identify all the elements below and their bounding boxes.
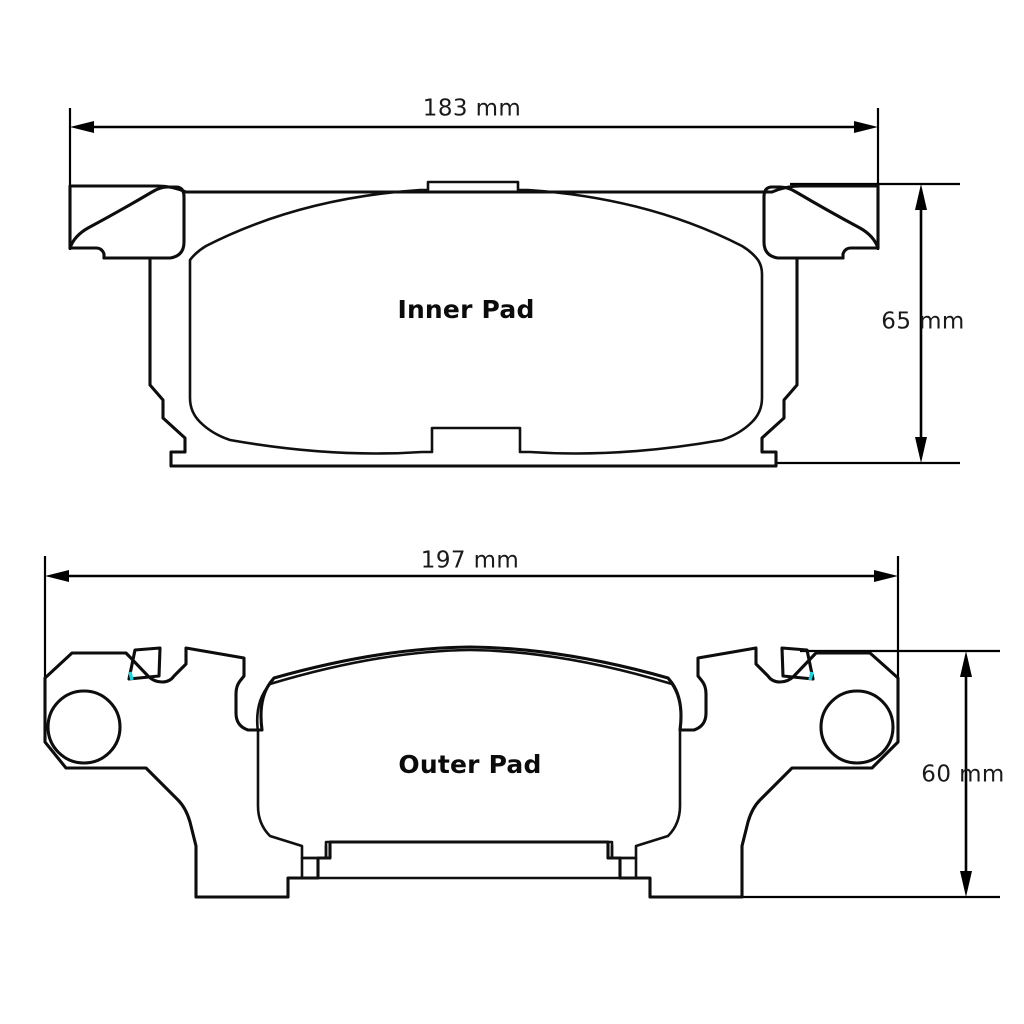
inner-height-dimension-label: 65 mm — [881, 309, 964, 335]
outer-height-arrow-top — [960, 651, 972, 677]
outer-pad-left-mounting-hole — [46, 689, 122, 765]
inner-pad-group: 183 mm 65 mm Inner Pad — [68, 96, 964, 468]
outer-pad-right-mounting-hole — [819, 689, 895, 765]
inner-height-arrow-top — [915, 184, 927, 210]
outer-pad-left-retaining-tab — [127, 646, 162, 681]
outer-pad-right-retaining-tab — [780, 646, 815, 681]
outer-pad-label: Outer Pad — [398, 750, 541, 779]
inner-pad-backing-plate-outline — [68, 184, 880, 468]
outer-pad-left-tab-marking — [128, 671, 134, 681]
outer-width-dimension-label: 197 mm — [421, 548, 519, 574]
inner-pad-label: Inner Pad — [397, 295, 534, 324]
inner-pad-friction-material-outline — [188, 180, 764, 455]
outer-pad-right-tab-marking — [808, 671, 814, 681]
inner-pad-right-ear — [762, 185, 880, 260]
inner-width-dimension-label: 183 mm — [423, 96, 521, 122]
outer-pad-group: 197 mm 60 mm — [43, 548, 1004, 899]
outer-width-arrow-left — [45, 570, 69, 582]
inner-width-arrow-left — [70, 121, 94, 133]
outer-pad-friction-material-outline — [255, 648, 683, 860]
outer-width-arrow-right — [874, 570, 898, 582]
inner-pad-left-ear — [68, 185, 186, 260]
outer-height-dimension-label: 60 mm — [921, 762, 1004, 788]
inner-height-arrow-bottom — [915, 437, 927, 463]
outer-pad-lower-backing-extension — [300, 844, 638, 880]
outer-height-arrow-bottom — [960, 871, 972, 897]
inner-width-arrow-right — [854, 121, 878, 133]
